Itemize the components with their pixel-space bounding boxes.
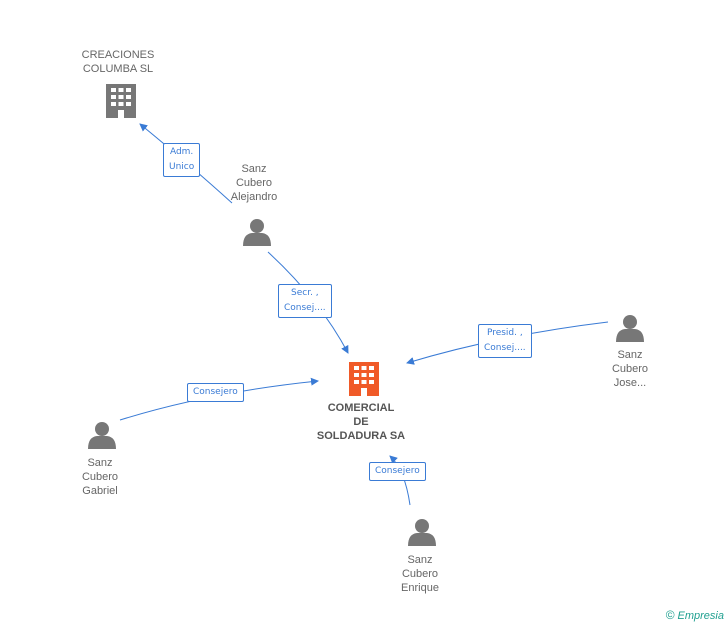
person-jose-label[interactable]: Sanz Cubero Jose... <box>590 348 670 390</box>
copyright-icon: © <box>665 608 675 622</box>
label-line: CREACIONES <box>81 49 155 61</box>
label-line: Jose... <box>613 377 647 389</box>
brand-name[interactable]: Empresia <box>677 610 724 622</box>
relation-line: Consejero <box>375 466 420 476</box>
relation-line: Consej.... <box>284 303 326 313</box>
person-icon-jose <box>616 315 644 342</box>
label-line: Cubero <box>401 568 439 580</box>
person-icon-enrique <box>408 519 436 546</box>
building-icon <box>106 84 136 118</box>
label-line: Sanz <box>407 554 433 566</box>
label-line: Cubero <box>81 471 119 483</box>
relation-line: Consej.... <box>484 343 526 353</box>
label-line: Enrique <box>401 582 439 594</box>
person-icon-gabriel <box>88 422 116 449</box>
label-line: Alejandro <box>230 191 278 203</box>
relation-line: Unico <box>169 162 195 172</box>
relation-line: Secr. , <box>291 288 319 298</box>
relation-adm-unico[interactable]: Adm. Unico <box>163 143 201 177</box>
label-line: Cubero <box>235 177 273 189</box>
person-icon-alejandro <box>243 219 271 246</box>
label-line: SOLDADURA SA <box>316 430 406 442</box>
relation-line: Consejero <box>193 387 238 397</box>
label-line: DE <box>353 416 369 428</box>
label-line: Sanz <box>87 457 113 469</box>
relation-secr-consej[interactable]: Secr. , Consej.... <box>278 284 332 318</box>
relation-line: Adm. <box>169 147 194 157</box>
label-line: Cubero <box>611 363 649 375</box>
center-building-icon <box>349 362 379 396</box>
relation-presid-consej[interactable]: Presid. , Consej.... <box>478 324 532 358</box>
label-line: COMERCIAL <box>327 402 395 414</box>
label-line: Sanz <box>241 163 267 175</box>
label-line: Gabriel <box>82 485 118 497</box>
relation-line: Presid. , <box>486 328 523 338</box>
person-alejandro-label[interactable]: Sanz Cubero Alejandro <box>214 162 294 204</box>
label-line: COLUMBA SL <box>82 63 154 75</box>
label-line: Sanz <box>617 349 643 361</box>
brand-footer: ©Empresia <box>666 608 724 622</box>
company-center-label[interactable]: COMERCIAL DE SOLDADURA SA <box>301 401 421 443</box>
company-creaciones-label[interactable]: CREACIONES COLUMBA SL <box>68 48 168 76</box>
relation-consejero-enrique[interactable]: Consejero <box>369 462 426 481</box>
relation-consejero-gabriel[interactable]: Consejero <box>187 383 244 402</box>
person-enrique-label[interactable]: Sanz Cubero Enrique <box>380 553 460 595</box>
person-gabriel-label[interactable]: Sanz Cubero Gabriel <box>60 456 140 498</box>
